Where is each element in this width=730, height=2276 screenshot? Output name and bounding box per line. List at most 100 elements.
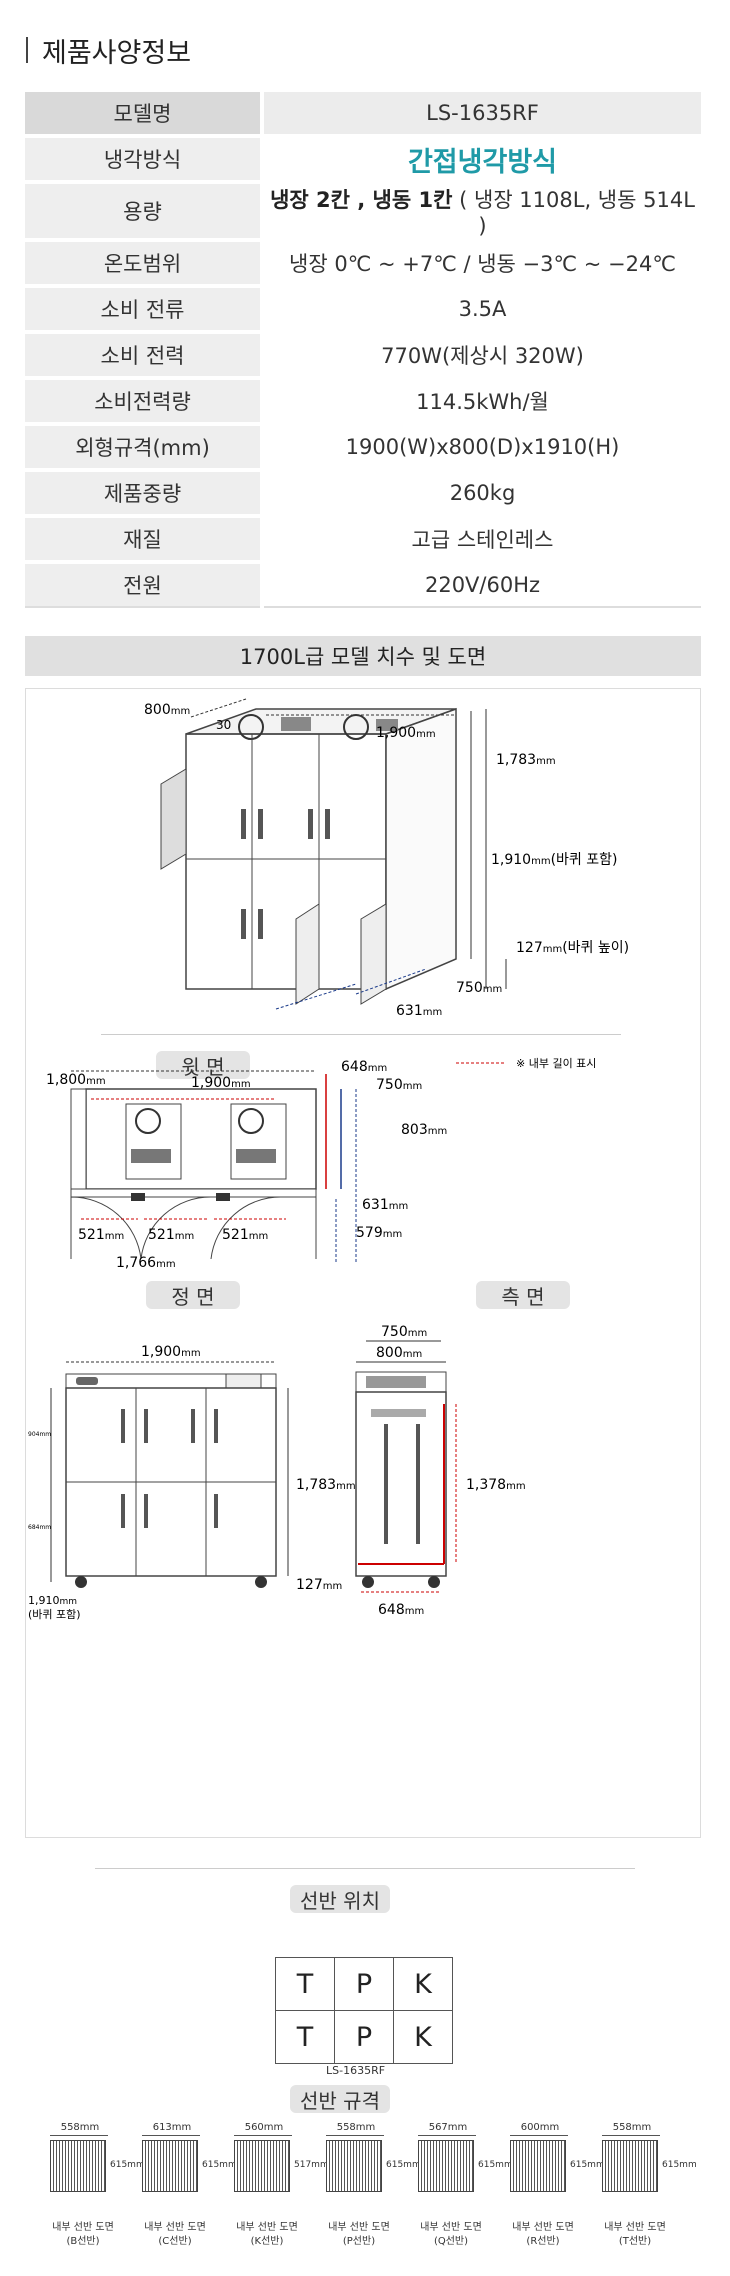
table-row: 외형규격(mm) 1900(W)x800(D)x1910(H) [25, 422, 701, 471]
shelf-caption-2: (R선반) [526, 2236, 560, 2247]
table-row: 제품중량 260kg [25, 468, 701, 517]
shelf-width-line [602, 2135, 660, 2136]
iso-depth-631: 631mm [396, 1003, 442, 1019]
spec-value: 220V/60Hz [260, 560, 701, 608]
shelf-caption-1: 내부 선반 도면 [512, 2222, 574, 2233]
iso-height-1783: 1,783mm [496, 752, 556, 768]
shelf-grid-thumbnail [602, 2140, 658, 2192]
shelf-caption-1: 내부 선반 도면 [420, 2222, 482, 2233]
top-shelf-1: 521mm [78, 1227, 124, 1243]
spec-label: 냉각방식 [25, 134, 262, 183]
shelf-width-line [142, 2135, 200, 2136]
divider [95, 1868, 635, 1869]
front-wheel: 127mm [296, 1577, 342, 1593]
top-shelf-3: 521mm [222, 1227, 268, 1243]
iso-height-1910: 1,910mm(바퀴 포함) [491, 852, 617, 868]
front-view-label: 정 면 [146, 1281, 240, 1309]
spec-label: 소비전력량 [25, 376, 262, 425]
shelf-grid-thumbnail [418, 2140, 474, 2192]
shelf-caption-1: 내부 선반 도면 [604, 2222, 666, 2233]
shelf-width-label: 567mm [428, 2122, 468, 2133]
spec-label: 온도범위 [25, 238, 262, 287]
top-shelf-2: 521mm [148, 1227, 194, 1243]
shelf-height-label: 615mm [110, 2160, 145, 2170]
shelf-cell: P [334, 1957, 394, 2011]
table-row: 온도범위 냉장 0℃ ~ +7℃ / 냉동 −3℃ ~ −24℃ [25, 238, 701, 287]
side-depth-800: 800mm [376, 1345, 422, 1361]
shelf-caption-1: 내부 선반 도면 [52, 2222, 114, 2233]
shelf-width-label: 558mm [60, 2122, 100, 2133]
shelf-width-label: 560mm [244, 2122, 284, 2133]
drawing-panel: 30 800mm 1,900mm 1,783mm 1,910mm(바퀴 포함) … [25, 688, 701, 1838]
shelf-width-label: 613mm [152, 2122, 192, 2133]
shelf-width-label: 558mm [612, 2122, 652, 2133]
shelf-grid-thumbnail [326, 2140, 382, 2192]
shelf-caption-2: (C선반) [158, 2236, 192, 2247]
side-height: 1,378mm [466, 1477, 526, 1493]
iso-length: 1,900mm [376, 725, 436, 741]
shelf-cell: K [393, 1957, 453, 2011]
spec-label: 소비 전력 [25, 330, 262, 379]
shelf-grid-thumbnail [234, 2140, 290, 2192]
iso-wheel: 127mm(바퀴 높이) [516, 940, 629, 956]
front-total: 1,910mm [28, 1594, 77, 1607]
table-row: T P K [275, 2010, 453, 2064]
table-row: 용량 냉장 2칸 , 냉동 1칸 ( 냉장 1108L, 냉동 514L ) [25, 180, 701, 241]
spec-value: 1900(W)x800(D)x1910(H) [260, 422, 701, 471]
front-tiny-2: 684mm [28, 1524, 51, 1531]
side-view-label: 측 면 [476, 1281, 570, 1309]
drawing-title: 1700L급 모델 치수 및 도면 [25, 636, 701, 676]
spec-label: 외형규격(mm) [25, 422, 262, 471]
shelf-height-label: 615mm [202, 2160, 237, 2170]
cooling-method: 간접냉각방식 [407, 146, 558, 178]
front-height: 1,783mm [296, 1477, 356, 1493]
page-title: 제품사양정보 [42, 37, 192, 69]
table-row: 소비전력량 114.5kWh/월 [25, 376, 701, 425]
spec-label: 재질 [25, 514, 262, 563]
spec-label: 용량 [25, 180, 262, 241]
shelf-caption-1: 내부 선반 도면 [328, 2222, 390, 2233]
side-inner-depth: 648mm [378, 1602, 424, 1618]
table-row: 모델명 LS-1635RF [25, 88, 701, 137]
top-width-1800: 1,800mm [46, 1072, 106, 1088]
shelf-cell: K [393, 2010, 453, 2064]
iso-num: 30 [216, 718, 231, 732]
front-total-note: (바퀴 포함) [28, 1608, 81, 1621]
front-view-drawing: 1,900mm 1,783mm 127mm 904mm 684mm 1,910m… [28, 1324, 526, 1621]
top-view-label: 윗 면 [156, 1051, 250, 1079]
shelf-model: LS-1635RF [326, 2064, 386, 2077]
isometric-drawing: 30 800mm 1,900mm 1,783mm 1,910mm(바퀴 포함) … [144, 698, 629, 1019]
iso-width: 800mm [144, 702, 190, 718]
shelf-cell: T [275, 1957, 335, 2011]
shelf-width-line [326, 2135, 384, 2136]
spec-label: 모델명 [25, 88, 262, 137]
shelf-position-grid: T P K T P K [275, 1957, 453, 2064]
shelf-grid-thumbnail [510, 2140, 566, 2192]
front-width: 1,900mm [141, 1344, 201, 1360]
shelf-position-title: 선반 위치 [290, 1885, 390, 1913]
shelf-width-line [418, 2135, 476, 2136]
top-width-1900: 1,900mm [191, 1075, 251, 1091]
shelf-width-line [50, 2135, 108, 2136]
spec-label: 전원 [25, 560, 262, 608]
spec-value: LS-1635RF [260, 88, 701, 137]
capacity-detail: ( 냉장 1108L, 냉동 514L ) [452, 188, 695, 238]
spec-label: 소비 전류 [25, 284, 262, 333]
shelf-caption-1: 내부 선반 도면 [236, 2222, 298, 2233]
shelf-height-label: 615mm [478, 2160, 513, 2170]
iso-depth-750: 750mm [456, 980, 502, 996]
table-row: 소비 전력 770W(제상시 320W) [25, 330, 701, 379]
table-row: 소비 전류 3.5A [25, 284, 701, 333]
table-row: T P K [275, 1957, 453, 2011]
spec-label: 제품중량 [25, 468, 262, 517]
capacity-bold: 냉장 2칸 , 냉동 1칸 [270, 188, 453, 212]
title-bar-mark [26, 37, 28, 63]
top-depth-579: 579mm [356, 1225, 402, 1241]
top-depth-750: 750mm [376, 1077, 422, 1093]
